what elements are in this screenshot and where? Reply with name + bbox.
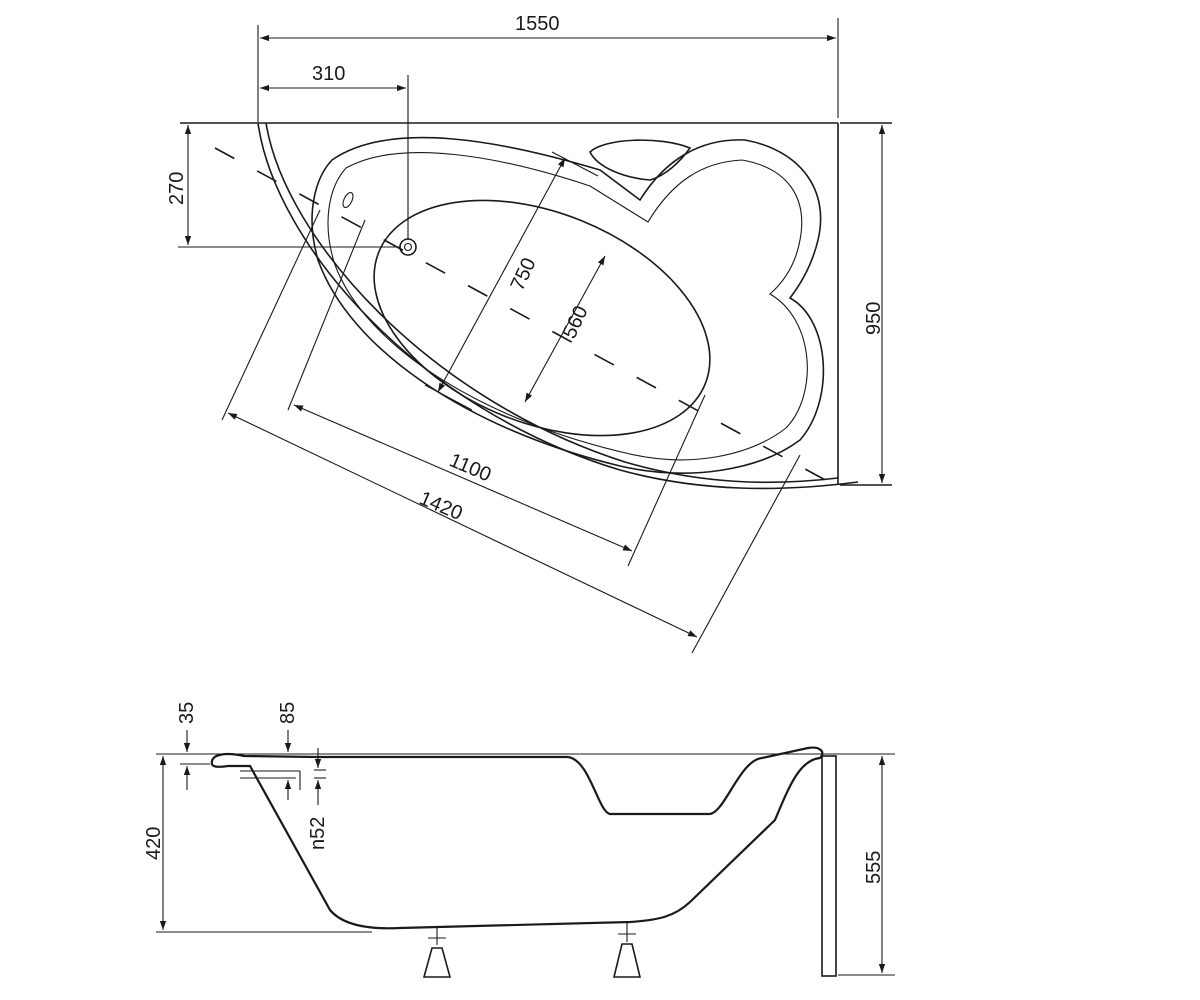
- label-n52: n52: [307, 817, 329, 850]
- label-35: 35: [176, 702, 198, 724]
- label-85: 85: [277, 702, 299, 724]
- top-view: 1550 310 270 950 750 560: [166, 13, 892, 654]
- dimension-560: 560: [524, 255, 606, 403]
- dimension-n52: n52: [307, 748, 329, 850]
- dimension-35: 35: [176, 702, 210, 790]
- overflow-detail: [240, 769, 326, 790]
- dimension-270: 270: [166, 125, 400, 248]
- headrest-pocket: [589, 139, 692, 181]
- drain-outer: [399, 238, 417, 256]
- label-420: 420: [143, 827, 165, 860]
- dimension-1550: 1550: [257, 13, 839, 122]
- basin-outline: [373, 199, 711, 437]
- dimension-950: 950: [863, 125, 886, 483]
- leg-right: [612, 922, 642, 978]
- label-750: 750: [507, 255, 541, 295]
- label-1550: 1550: [515, 13, 560, 35]
- side-tub-body: [210, 746, 824, 930]
- tub-deck-inner-outline: [327, 152, 808, 461]
- label-310: 310: [312, 63, 345, 85]
- leg-left: [422, 928, 452, 978]
- dimension-555: 555: [863, 756, 886, 973]
- label-950: 950: [863, 302, 885, 335]
- side-view: 35 85 n52 420 555: [143, 702, 895, 978]
- drain-inner: [403, 242, 413, 252]
- side-end-panel: [821, 755, 837, 977]
- overflow-slot: [342, 192, 354, 208]
- tub-outer-rim-inner: [265, 122, 839, 484]
- label-560: 560: [559, 303, 593, 343]
- tub-deck-outline: [311, 136, 825, 474]
- label-555: 555: [863, 851, 885, 884]
- dimension-85: 85: [277, 702, 299, 800]
- label-270: 270: [166, 172, 188, 205]
- label-1420: 1420: [416, 487, 466, 525]
- top-view-frame: [180, 122, 892, 486]
- dimension-1100: 1100: [287, 219, 706, 567]
- dimension-310: 310: [260, 63, 409, 240]
- dimension-420: 420: [143, 756, 167, 930]
- dimension-750: 750: [424, 151, 599, 411]
